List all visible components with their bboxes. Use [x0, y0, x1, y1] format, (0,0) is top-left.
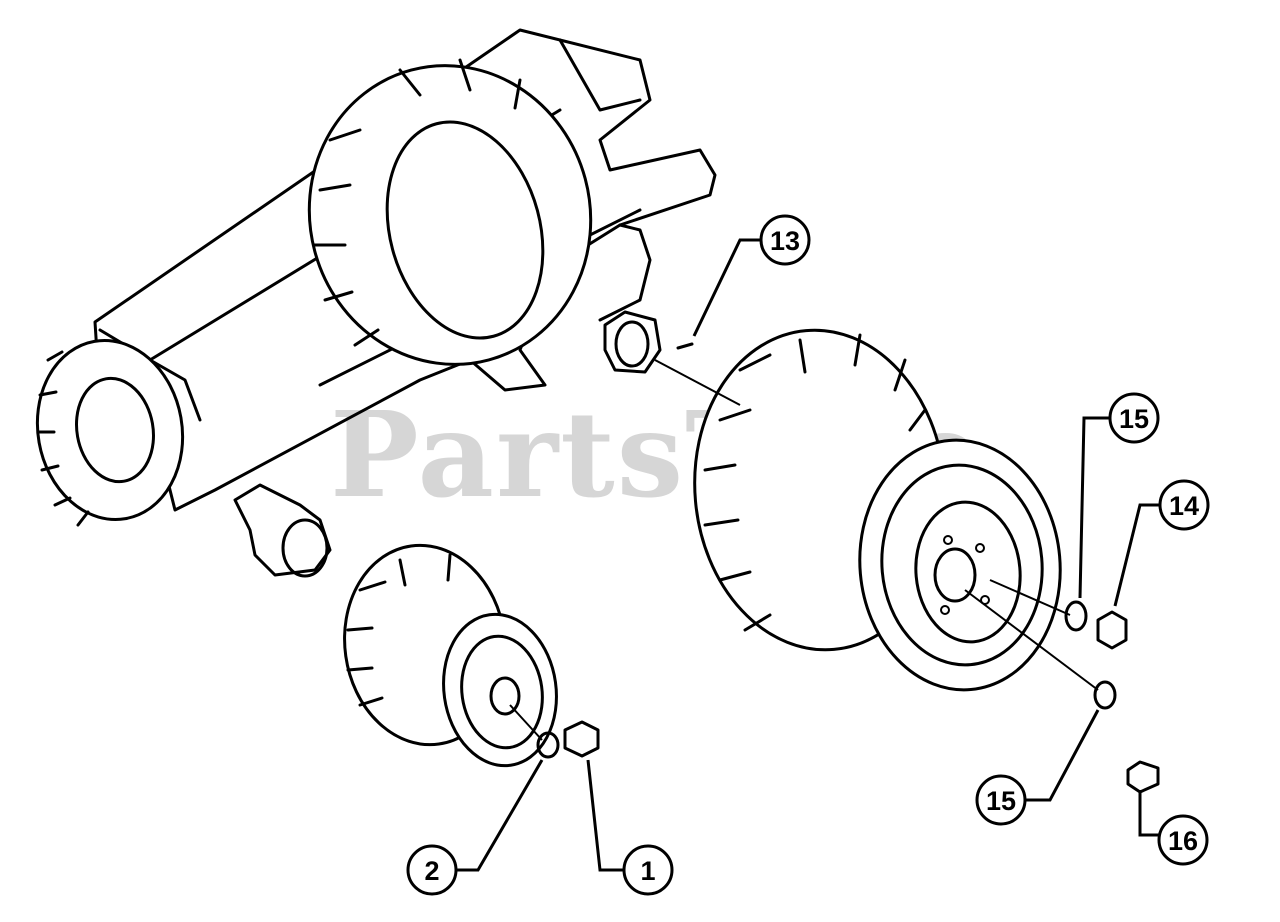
callout-13: 13 [759, 214, 811, 266]
callout-15-upper: 15 [1108, 392, 1160, 444]
left-rear-tire [35, 338, 185, 527]
callout-1-label: 1 [640, 856, 655, 886]
leader-lines [455, 238, 1180, 872]
washer-part-15-lower [1093, 680, 1117, 710]
rear-wheel-assembly [693, 328, 1062, 692]
front-spindle [233, 483, 332, 578]
callout-15-lower: 15 [975, 774, 1027, 826]
bolt-part-16 [1126, 760, 1160, 794]
nut-part-14 [1096, 610, 1128, 650]
upper-rear-tire [307, 58, 593, 366]
alignment-lines [509, 359, 1099, 741]
rear-axle-hub [603, 310, 694, 374]
callout-2-label: 2 [424, 856, 439, 886]
callout-2: 2 [406, 844, 458, 896]
callout-15-upper-label: 15 [1119, 404, 1149, 434]
callout-16: 16 [1157, 814, 1209, 866]
callout-14-label: 14 [1169, 491, 1199, 521]
callout-14: 14 [1158, 479, 1210, 531]
callout-1: 1 [622, 844, 674, 896]
callout-15-lower-label: 15 [986, 786, 1016, 816]
callout-16-label: 16 [1168, 826, 1198, 856]
bolt-part-1 [563, 720, 600, 758]
callout-13-label: 13 [770, 226, 800, 256]
washer-part-15-upper [1064, 600, 1088, 632]
front-wheel-assembly [343, 543, 558, 768]
washer-part-2 [536, 731, 560, 759]
